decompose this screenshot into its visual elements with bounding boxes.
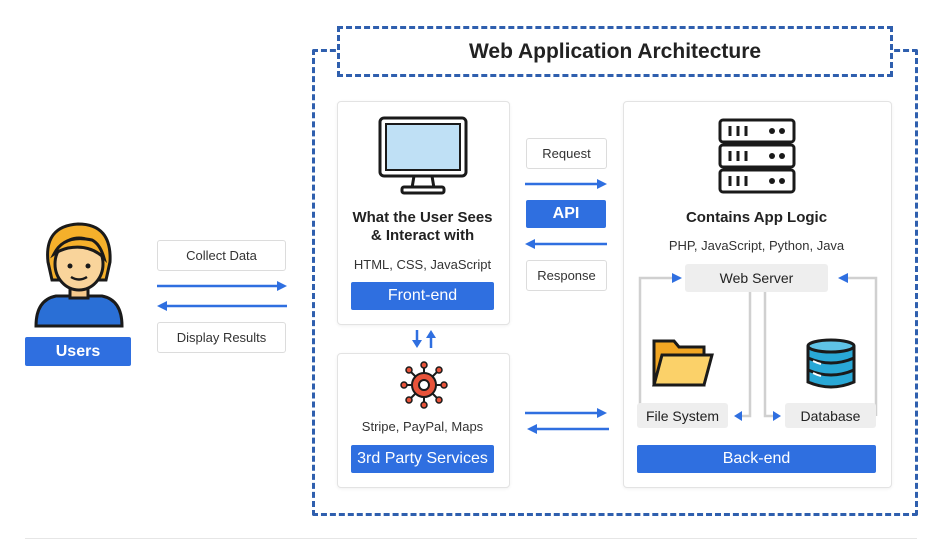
users-label: Users <box>25 337 131 366</box>
bottom-divider <box>25 538 917 539</box>
api-label: API <box>526 200 606 228</box>
backend-connectors <box>638 273 878 421</box>
folder-icon <box>652 339 714 387</box>
file-system-box: File System <box>637 403 728 428</box>
backend-label: Back-end <box>637 445 876 473</box>
web-server-box: Web Server <box>685 264 828 292</box>
collect-arrow <box>157 281 287 291</box>
frontend-heading-line1: What the User Sees <box>352 209 493 226</box>
response-label: Response <box>526 260 607 291</box>
request-label: Request <box>526 138 607 169</box>
response-arrow <box>525 239 607 249</box>
frontend-tech: HTML, CSS, JavaScript <box>353 257 492 272</box>
person-icon <box>34 222 124 328</box>
backend-tech: PHP, JavaScript, Python, Java <box>668 238 845 253</box>
thirdparty-backend-arrows <box>525 408 609 434</box>
collect-data-label: Collect Data <box>157 240 286 271</box>
backend-heading: Contains App Logic <box>685 209 828 226</box>
frontend-label: Front-end <box>351 282 494 310</box>
monitor-icon <box>378 116 468 195</box>
server-icon <box>718 118 796 194</box>
frontend-heading-line2: & Interact with <box>370 227 475 244</box>
thirdparty-label: 3rd Party Services <box>351 445 494 473</box>
thirdparty-tech: Stripe, PayPal, Maps <box>361 419 484 434</box>
database-icon <box>806 338 856 389</box>
frontend-thirdparty-arrows <box>412 330 436 348</box>
display-results-label: Display Results <box>157 322 286 353</box>
display-arrow <box>157 301 287 311</box>
gear-icon <box>400 361 448 409</box>
request-arrow <box>525 179 607 189</box>
database-box: Database <box>785 403 876 428</box>
diagram-title: Web Application Architecture <box>337 26 893 77</box>
